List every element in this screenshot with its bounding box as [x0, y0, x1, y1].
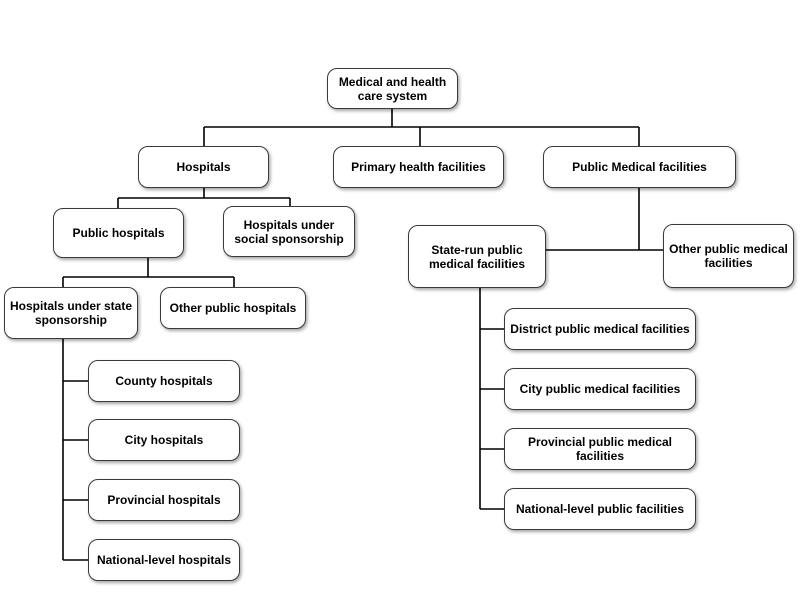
node-hospitals-social-sponsorship: Hospitals under social sponsorship — [223, 206, 355, 257]
node-medical-health-care-system: Medical and health care system — [327, 68, 458, 109]
node-city-hospitals: City hospitals — [88, 419, 240, 461]
node-other-public-medical-facilities: Other public medical facilities — [663, 224, 794, 288]
node-national-level-hospitals: National-level hospitals — [88, 539, 240, 581]
node-provincial-public-medical-facilities: Provincial public medical facilities — [504, 428, 696, 470]
node-other-public-hospitals: Other public hospitals — [160, 287, 306, 329]
node-public-hospitals: Public hospitals — [53, 208, 184, 258]
node-hospitals: Hospitals — [138, 146, 269, 188]
node-state-run-public-medical-facilities: State-run public medical facilities — [408, 225, 546, 288]
node-county-hospitals: County hospitals — [88, 360, 240, 402]
node-provincial-hospitals: Provincial hospitals — [88, 479, 240, 521]
node-national-level-public-facilities: National-level public facilities — [504, 488, 696, 530]
node-primary-health-facilities: Primary health facilities — [333, 146, 504, 188]
node-city-public-medical-facilities: City public medical facilities — [504, 368, 696, 410]
node-district-public-medical-facilities: District public medical facilities — [504, 308, 696, 350]
node-hospitals-state-sponsorship: Hospitals under state sponsorship — [4, 287, 138, 339]
node-public-medical-facilities: Public Medical facilities — [543, 146, 736, 188]
